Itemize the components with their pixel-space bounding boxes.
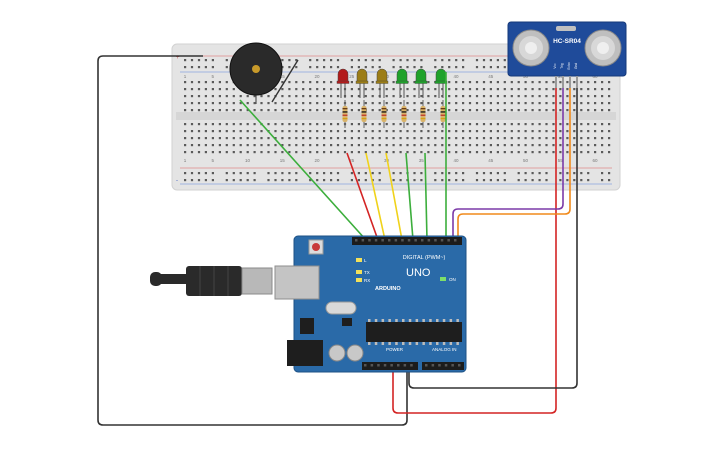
wire-sensor-trig[interactable] — [452, 88, 564, 240]
digital-header[interactable] — [352, 237, 462, 245]
column-number: 55 — [558, 158, 564, 163]
voltage-regulator — [300, 318, 314, 334]
wire-led-yellow-2[interactable] — [385, 152, 403, 241]
capacitor-2 — [346, 344, 364, 362]
column-number: 1 — [184, 74, 187, 79]
column-number: 15 — [280, 74, 286, 79]
led[interactable] — [355, 68, 369, 98]
board-model-label: UNO — [406, 267, 431, 279]
column-number: 40 — [454, 158, 460, 163]
crystal — [325, 301, 357, 315]
wire-led-green-1[interactable] — [405, 152, 414, 241]
column-number: 5 — [212, 74, 215, 79]
arduino-uno-board[interactable]: DIGITAL (PWM~) UNO ARDUINO ON L TX RX PO… — [274, 235, 467, 373]
led[interactable] — [336, 68, 350, 98]
resistor[interactable] — [381, 100, 387, 128]
l-led-label: L — [364, 258, 367, 263]
column-number: 20 — [315, 158, 321, 163]
reset-button[interactable] — [312, 243, 320, 251]
resistor[interactable] — [361, 100, 367, 128]
column-number: 60 — [593, 158, 599, 163]
resistor[interactable] — [401, 100, 407, 128]
atmega-chip — [366, 322, 462, 342]
led[interactable] — [414, 68, 428, 98]
sensor-pin[interactable] — [562, 76, 564, 88]
column-number: 5 — [212, 158, 215, 163]
column-number: 20 — [315, 74, 321, 79]
column-number: 25 — [349, 74, 355, 79]
analog-header[interactable] — [422, 362, 464, 370]
resistor[interactable] — [342, 100, 348, 128]
sensor-pin[interactable] — [576, 76, 578, 88]
wire-sensor-gnd[interactable] — [408, 88, 578, 389]
wires[interactable] — [97, 55, 578, 426]
resistor[interactable] — [440, 100, 446, 128]
board-brand-label: ARDUINO — [375, 286, 401, 292]
resistor-array[interactable] — [342, 100, 446, 128]
wire-led-red[interactable] — [346, 152, 379, 241]
rail-minus-label: - — [176, 178, 178, 184]
on-led-label: ON — [449, 277, 456, 282]
buzzer[interactable] — [229, 42, 299, 104]
sensor-pin-label: Echo — [567, 62, 571, 69]
column-number: 25 — [349, 158, 355, 163]
column-number: 35 — [419, 158, 425, 163]
column-number: 45 — [488, 158, 494, 163]
wire-led-yellow-1[interactable] — [365, 152, 386, 241]
column-number: 40 — [454, 74, 460, 79]
wire-led-green-2[interactable] — [424, 152, 428, 241]
capacitor-1 — [328, 344, 346, 362]
tx-led-label: TX — [364, 270, 370, 275]
digital-pwm-label: DIGITAL (PWM~) — [403, 255, 446, 261]
usb-cable[interactable] — [150, 266, 273, 296]
rx-led-label: RX — [364, 278, 370, 283]
column-number: 10 — [245, 158, 251, 163]
led[interactable] — [375, 68, 389, 98]
sensor-pin-label: Gnd — [574, 63, 578, 69]
sensor-pin[interactable] — [555, 76, 557, 88]
wire-buzzer-ground[interactable] — [97, 55, 408, 426]
column-number: 1 — [184, 158, 187, 163]
sensor-model-label: HC-SR04 — [553, 38, 581, 45]
power-header[interactable] — [362, 362, 418, 370]
led[interactable] — [395, 68, 409, 98]
sensor-pin-label: Vcc — [553, 63, 557, 69]
analog-in-label: ANALOG IN — [432, 347, 457, 352]
column-number: 45 — [488, 74, 494, 79]
wire-buzzer-signal[interactable] — [239, 99, 367, 241]
sensor-pin[interactable] — [569, 76, 571, 88]
power-label: POWER — [386, 347, 404, 352]
column-number: 15 — [280, 158, 286, 163]
column-number: 50 — [523, 158, 529, 163]
rail-plus-label: + — [176, 55, 180, 61]
resistor[interactable] — [420, 100, 426, 128]
wire-sensor-vcc[interactable] — [392, 88, 557, 414]
wire-sensor-echo[interactable] — [457, 88, 571, 240]
sensor-pin-label: Trig — [560, 63, 564, 69]
